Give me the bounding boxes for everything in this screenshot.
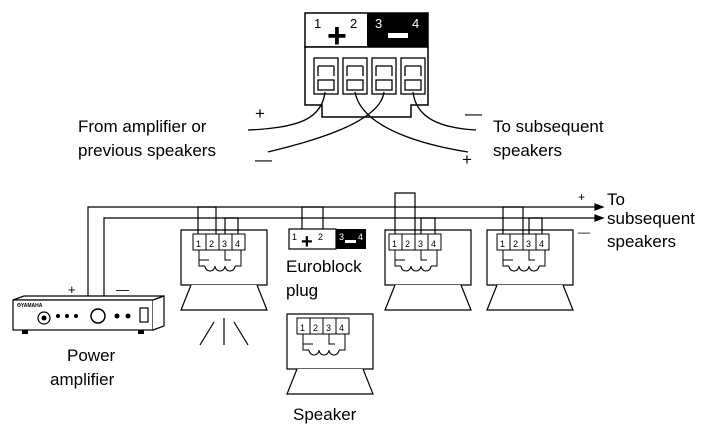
speaker-unit-2: 1 2 3 4: [384, 192, 472, 311]
to-subsequent-line2: subsequent: [607, 209, 695, 228]
top-plus-sign-right: +: [462, 150, 472, 169]
euroblock-label-line2: plug: [286, 281, 318, 300]
pin-2: 2: [405, 239, 410, 249]
amp-volume-knob: [90, 308, 106, 324]
pin-2: 2: [313, 323, 318, 333]
pin-2: 2: [209, 239, 214, 249]
euroblock-label-line1: Euroblock: [286, 257, 362, 276]
terminal-pin-3: 3: [375, 16, 382, 31]
speaker-legend-icon: 1 2 3 4: [286, 313, 374, 395]
amp-power-switch: [139, 307, 149, 323]
terminal-pin-1: 1: [314, 16, 321, 31]
amp-label-line2: amplifier: [50, 370, 115, 389]
euroblock-plug: 1 + 2 3 4: [288, 206, 366, 253]
speaker-unit-1: 1 2 3 4: [180, 206, 268, 311]
euroblock-pin-4: 4: [358, 232, 363, 242]
power-amplifier: ΘYAMAHA: [12, 295, 165, 334]
to-subsequent-line3: speakers: [607, 232, 676, 251]
terminal-pin-4: 4: [412, 16, 419, 31]
top-minus-sign-right: —: [465, 104, 482, 123]
to-label-line1: To subsequent: [493, 117, 604, 136]
bus-plus-sign: +: [578, 190, 585, 204]
pin-3: 3: [222, 239, 227, 249]
bus-minus-sign: —: [578, 225, 590, 239]
pin-2: 2: [513, 239, 518, 249]
speaker-unit-3: 1 2 3 4: [486, 206, 574, 311]
top-minus-sign: —: [255, 150, 272, 169]
euroblock-plus: +: [301, 231, 313, 253]
top-plus-sign: +: [255, 104, 265, 123]
pin-4: 4: [235, 239, 240, 249]
pin-1: 1: [392, 239, 397, 249]
pin-1: 1: [300, 323, 305, 333]
plus-sign: +: [327, 17, 347, 55]
to-label-line2: speakers: [493, 141, 562, 160]
from-label-line2: previous speakers: [78, 141, 216, 160]
sound-lines: [199, 318, 249, 346]
amp-label-line1: Power: [67, 346, 116, 365]
from-label-line1: From amplifier or: [78, 117, 207, 136]
pin-4: 4: [431, 239, 436, 249]
pin-4: 4: [539, 239, 544, 249]
euroblock-pin-3: 3: [339, 232, 344, 242]
amp-brand-logo: ΘYAMAHA: [17, 303, 43, 309]
euroblock-pin-2: 2: [318, 232, 323, 242]
terminal-block: 1 + 2 3 4: [247, 12, 477, 153]
euroblock-pin-1: 1: [292, 232, 297, 242]
pin-1: 1: [500, 239, 505, 249]
amp-plus-sign: +: [68, 282, 76, 297]
speaker-legend-label: Speaker: [293, 405, 357, 424]
pin-3: 3: [326, 323, 331, 333]
terminal-pin-2: 2: [350, 16, 357, 31]
pin-3: 3: [526, 239, 531, 249]
pin-4: 4: [339, 323, 344, 333]
pin-3: 3: [418, 239, 423, 249]
minus-sign: [388, 33, 408, 38]
pin-1: 1: [196, 239, 201, 249]
amp-minus-sign: —: [116, 282, 129, 297]
to-subsequent-line1: To: [607, 190, 625, 209]
